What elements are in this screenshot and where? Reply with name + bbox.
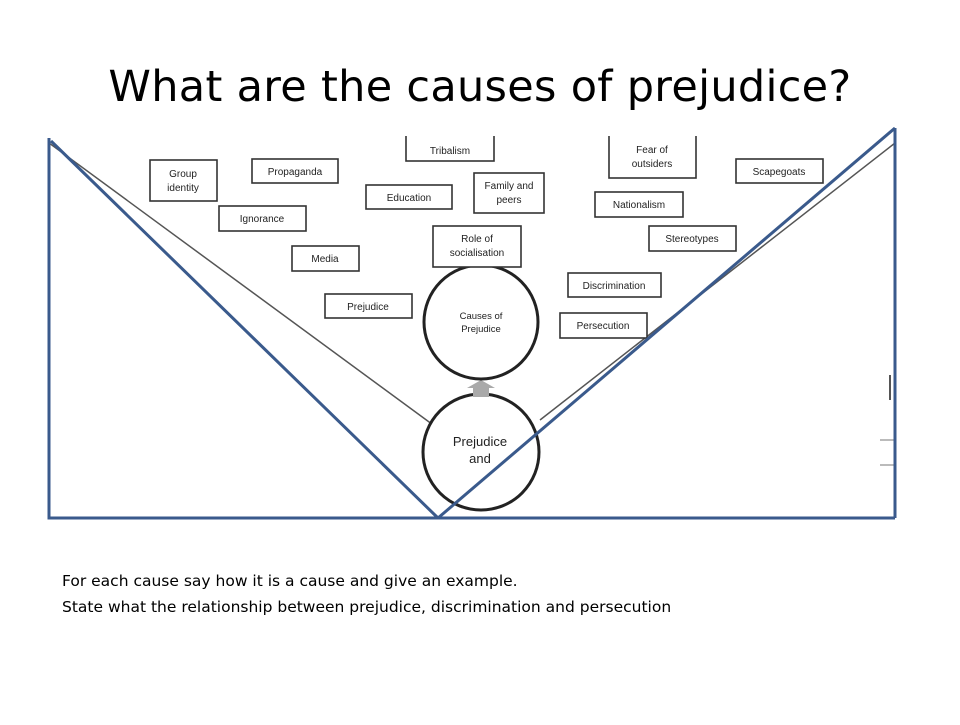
- node-label: Role of: [461, 234, 493, 245]
- blue-frame: [47, 126, 897, 520]
- center-circle: Causes of Prejudice: [422, 263, 540, 381]
- node-label: peers: [496, 195, 521, 206]
- node-education: Education: [365, 184, 453, 210]
- node-label: Propaganda: [268, 167, 323, 178]
- node-label: Prejudice: [347, 302, 389, 313]
- node-tribalism: Tribalism: [405, 136, 495, 162]
- node-nationalism: Nationalism: [594, 191, 684, 218]
- node-label: Education: [387, 193, 431, 204]
- node-label: outsiders: [632, 159, 673, 170]
- center-label-2: Prejudice: [461, 324, 501, 335]
- node-family-and-peers: Family and peers: [473, 172, 545, 214]
- node-label: Scapegoats: [753, 167, 806, 178]
- node-fear-of-outsiders: Fear of outsiders: [608, 136, 697, 179]
- node-label: Tribalism: [430, 146, 470, 157]
- instruction-line-2: State what the relationship between prej…: [62, 598, 672, 616]
- node-label: Ignorance: [240, 214, 285, 225]
- node-group-identity: Group identity: [149, 159, 218, 202]
- node-discrimination: Discrimination: [567, 272, 662, 298]
- node-persecution: Persecution: [559, 312, 648, 339]
- node-label: socialisation: [450, 248, 504, 259]
- node-prejudice: Prejudice: [324, 293, 413, 319]
- node-label: Discrimination: [583, 281, 646, 292]
- node-propaganda: Propaganda: [251, 158, 339, 184]
- node-ignorance: Ignorance: [218, 205, 307, 232]
- diagram-edge-line: [49, 142, 441, 431]
- slide-title: What are the causes of prejudice?: [108, 62, 852, 112]
- node-label: Stereotypes: [665, 234, 718, 245]
- instruction-line-1: For each cause say how it is a cause and…: [62, 572, 518, 590]
- node-label: Persecution: [577, 321, 630, 332]
- node-label: Family and: [485, 181, 534, 192]
- node-stereotypes: Stereotypes: [648, 225, 737, 252]
- lower-circle-label-2: and: [469, 451, 491, 466]
- node-media: Media: [291, 245, 360, 272]
- node-label: Nationalism: [613, 200, 665, 211]
- node-label: Fear of: [636, 145, 668, 156]
- node-role-of-socialisation: Role of socialisation: [432, 225, 522, 268]
- node-label: Group: [169, 169, 197, 180]
- lower-circle-label-1: Prejudice: [453, 434, 507, 449]
- node-scapegoats: Scapegoats: [735, 158, 824, 184]
- center-label-1: Causes of: [460, 311, 503, 322]
- instructions: For each cause say how it is a cause and…: [62, 568, 922, 620]
- lower-circle: Prejudice and: [421, 392, 541, 512]
- diagram-edge-line: [539, 142, 895, 421]
- node-label: identity: [167, 183, 199, 194]
- node-label: Media: [311, 254, 339, 265]
- up-arrow-icon: [467, 380, 495, 397]
